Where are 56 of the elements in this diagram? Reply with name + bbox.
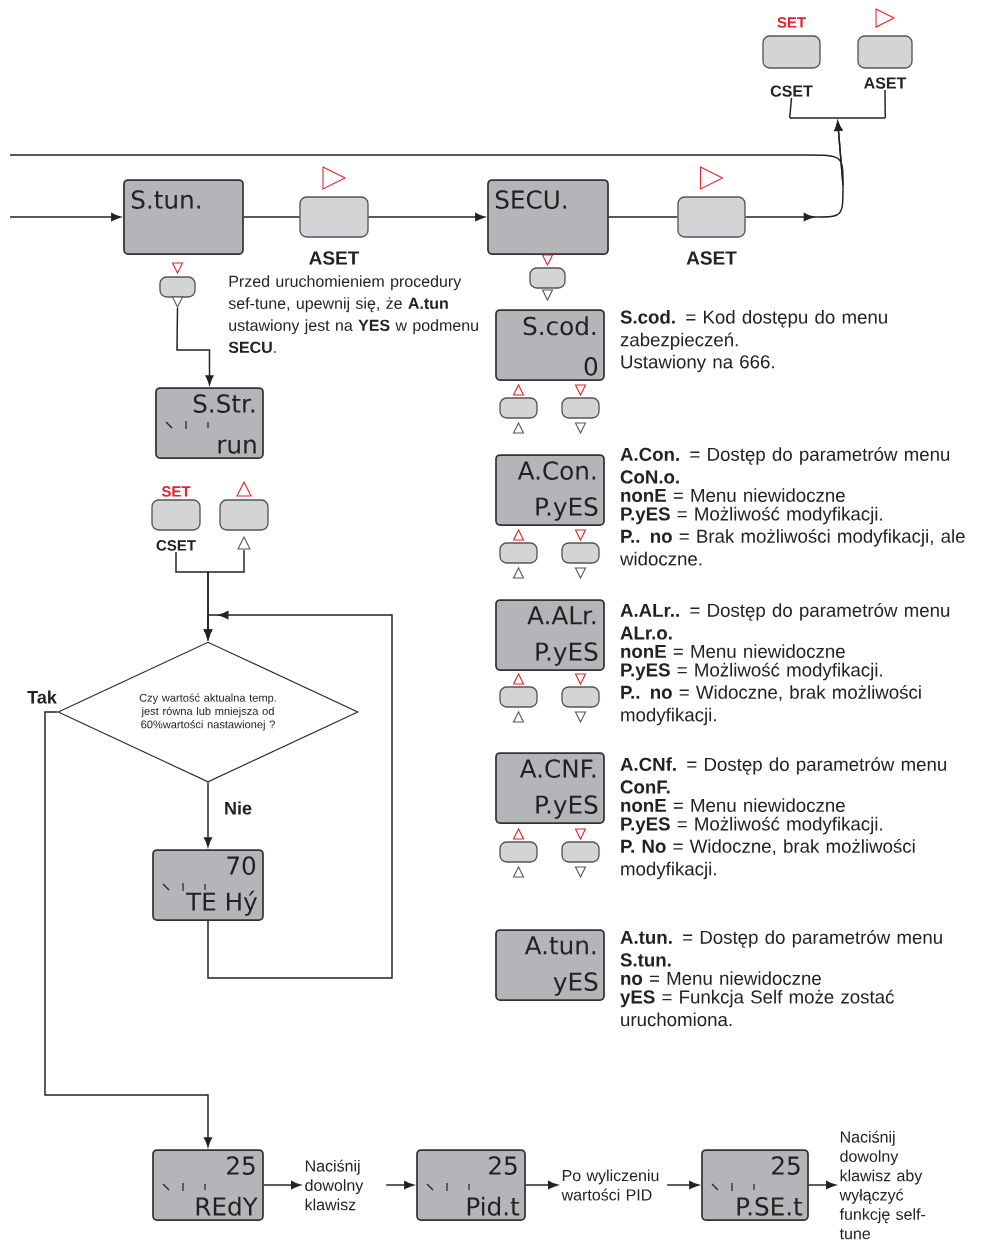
arrow xyxy=(808,1180,836,1190)
instruction-text: Naciśnij dowolny klawisz xyxy=(305,1159,364,1211)
instruction-text: Naciśnij dowolny klawisz aby wyłączyć funkcję self-tune xyxy=(839,1130,926,1240)
description-text: nonE = Menu niewidoczne xyxy=(621,644,845,658)
arrow xyxy=(263,1180,301,1190)
description-text: Ustawiony na 666. xyxy=(621,354,774,373)
description-text: no = Menu niewidoczne xyxy=(621,971,821,985)
key-button: SET CSET xyxy=(151,486,201,551)
node-label: CSET xyxy=(770,85,813,97)
display-box: S.cod. 0 xyxy=(495,309,605,381)
display-box: A.CNF. P.yES xyxy=(495,752,605,824)
display-box: SECU. xyxy=(487,179,609,255)
node-label: SET xyxy=(777,17,806,28)
key-button: ASET xyxy=(677,196,746,265)
arrow xyxy=(9,121,844,186)
key-button: SET CSET xyxy=(762,17,821,97)
description-text: P.yES = Możliwość modyfikacji. xyxy=(621,506,882,525)
description-text: nonE = Menu niewidoczne xyxy=(621,798,845,812)
display-box: 70 TE Hý xyxy=(152,849,264,921)
description-text: nonE = Menu niewidoczne xyxy=(621,488,845,502)
note-text: Przed uruchomieniem procedury sef-tune, upewnij się, że A.tun ustawiony jest na YES w podmenu SECU. xyxy=(228,275,478,353)
description-text: yES = Funkcja Self może zostać uruchomiona. xyxy=(620,989,894,1027)
display-box: S.Str. run xyxy=(155,387,264,459)
description-text: A.Con. = Dostęp do parametrów menu CoN.o. xyxy=(620,447,950,484)
arrow xyxy=(203,781,213,847)
arrow xyxy=(9,212,121,222)
description-text: S.cod. = Kod dostępu do menu zabezpieczeń. xyxy=(620,310,887,351)
arrow xyxy=(44,711,213,1147)
instruction-text: Po wyliczeniu wartości PID xyxy=(561,1169,659,1201)
display-box: A.Con. P.yES xyxy=(495,454,605,526)
node-label: SET xyxy=(161,486,191,497)
display-box: A.tun. yES xyxy=(495,929,605,1001)
description-text: P.. no = Brak możliwości modyfikacji, ale widoczne. xyxy=(620,528,965,566)
edge-label: Tak xyxy=(25,689,59,705)
description-text: P. No = Widoczne, brak możliwości modyfikacji. xyxy=(621,838,915,880)
description-text: A.CNf. = Dostęp do parametrów menu ConF. xyxy=(620,757,946,794)
display-box: 25 Pid.t xyxy=(416,1149,526,1221)
display-box: 25 REdY xyxy=(152,1149,264,1221)
edge-label: Nie xyxy=(222,800,254,816)
display-box: 25 P.SE.t xyxy=(701,1149,809,1221)
description-text: A.tun. = Dostęp do parametrów menu S.tun. xyxy=(620,930,942,967)
arrow xyxy=(666,1180,699,1190)
arrow xyxy=(367,212,485,222)
description-text: P.yES = Możliwość modyfikacji. xyxy=(621,816,882,835)
display-box: S.tun. xyxy=(123,179,244,255)
arrow xyxy=(525,1180,558,1190)
key-button: ASET xyxy=(299,196,369,265)
description-text: P.yES = Możliwość modyfikacji. xyxy=(621,662,882,681)
arrow xyxy=(385,1180,414,1190)
arrow xyxy=(176,307,214,385)
display-box: A.ALr. P.yES xyxy=(495,599,605,671)
description-text: A.ALr.. = Dostęp do parametrów menu ALr.o. xyxy=(620,603,950,640)
key-button: ASET xyxy=(857,35,913,89)
description-text: P.. no = Widoczne, brak możliwości modyfikacji. xyxy=(621,684,921,726)
arrow xyxy=(203,610,393,979)
node-label: CSET xyxy=(156,540,196,551)
